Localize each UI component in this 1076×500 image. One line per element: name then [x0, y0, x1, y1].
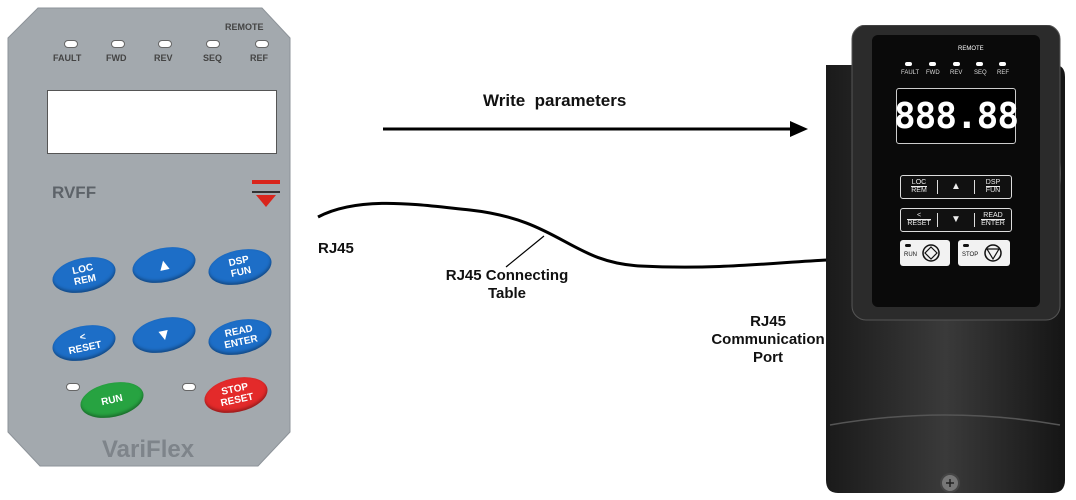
drive-led-label-rev: REV [950, 70, 963, 76]
drive-led-seq [976, 62, 983, 66]
drive-led-ref [999, 62, 1006, 66]
led-rev [158, 40, 172, 48]
table-callout-line [505, 235, 545, 268]
led-fwd [111, 40, 125, 48]
drive-run-button[interactable]: RUN [900, 240, 950, 266]
stop-led [182, 383, 196, 391]
brand-logo-icon [252, 180, 280, 207]
drive-led-label-fault: FAULT [901, 70, 920, 76]
model-label: RVFF [52, 183, 97, 202]
write-parameters-label: Write parameters [483, 91, 627, 110]
arrow-head-icon [790, 121, 808, 137]
drive-up-key[interactable]: ▲ [951, 181, 961, 192]
led-ref [255, 40, 269, 48]
drive-led-rev [953, 62, 960, 66]
stop-symbol-icon [984, 244, 1002, 262]
drive-led-fwd [929, 62, 936, 66]
drive-led-label-seq: SEQ [974, 70, 987, 76]
led-seq [206, 40, 220, 48]
led-fault [64, 40, 78, 48]
drive-led-label-ref: REF [997, 70, 1009, 76]
led-label-ref: REF [250, 53, 268, 63]
rj45-cable [317, 201, 829, 269]
keypad-display [47, 90, 277, 154]
run-led [66, 383, 80, 391]
drive-reset-key[interactable]: <RESET [907, 212, 931, 227]
led-label-rev: REV [154, 53, 173, 63]
drive-display: 888.88 [894, 88, 1019, 144]
led-label-fault: FAULT [53, 53, 82, 63]
brand-label: VariFlex [102, 436, 195, 463]
drive-remote-label: REMOTE [958, 46, 984, 52]
drive-led-fault [905, 62, 912, 66]
led-label-fwd: FWD [106, 53, 127, 63]
drive-down-key[interactable]: ▼ [951, 214, 961, 225]
drive-led-label-fwd: FWD [926, 70, 940, 76]
led-label-seq: SEQ [203, 53, 223, 63]
rj45-label: RJ45 [318, 240, 354, 257]
keypad-remote-label: REMOTE [225, 22, 264, 32]
run-symbol-icon [922, 244, 940, 262]
drive-stop-button[interactable]: STOP [958, 240, 1010, 266]
